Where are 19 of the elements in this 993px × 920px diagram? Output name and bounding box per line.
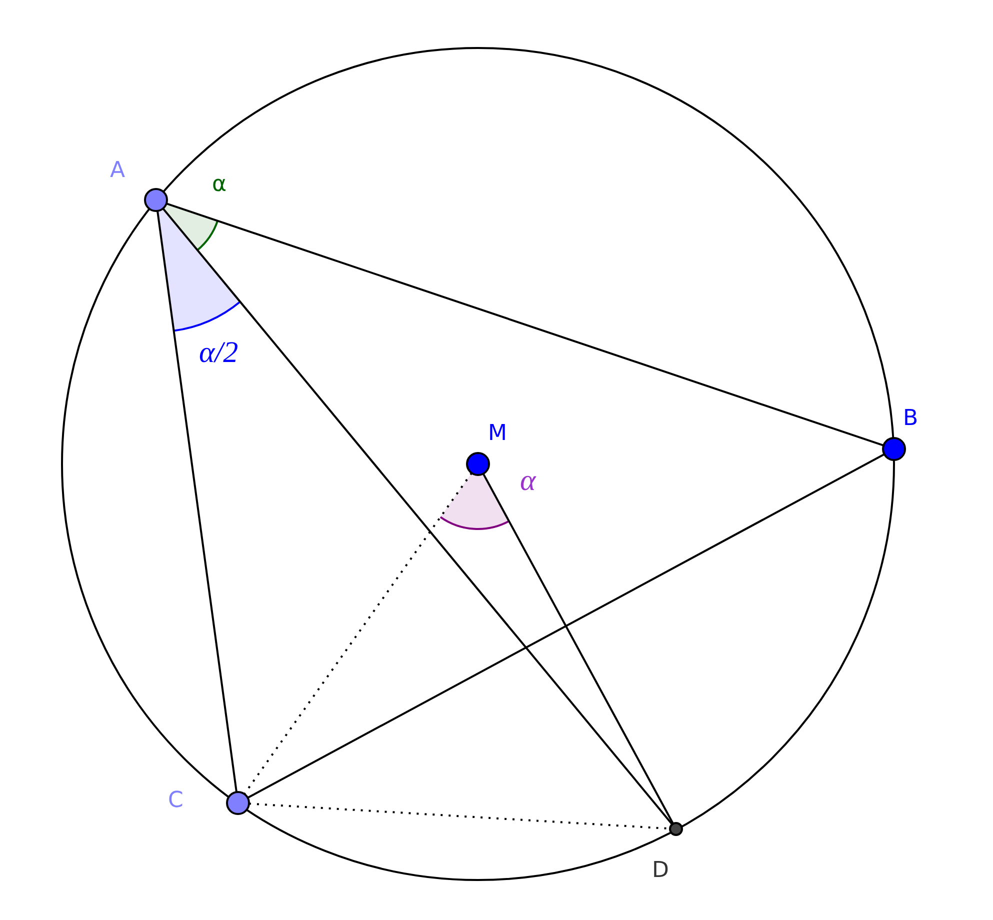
angle-label: α/2: [199, 338, 238, 368]
point-label: A: [110, 160, 126, 182]
point: [669, 822, 683, 836]
point: [144, 188, 168, 212]
point-label: D: [652, 860, 669, 882]
line-segment: [156, 210, 238, 792]
dotted-line: [244, 472, 472, 795]
point-label: B: [903, 408, 918, 430]
angle-label: α: [212, 174, 227, 196]
point: [882, 437, 906, 461]
point-label: C: [168, 790, 184, 812]
line-segment: [162, 208, 673, 826]
line-segment: [247, 453, 885, 799]
point: [226, 791, 250, 815]
point-label: M: [488, 423, 507, 445]
point: [466, 452, 490, 476]
angle-label: α: [520, 466, 536, 496]
line-segment: [482, 473, 674, 824]
line-segment: [166, 202, 884, 446]
